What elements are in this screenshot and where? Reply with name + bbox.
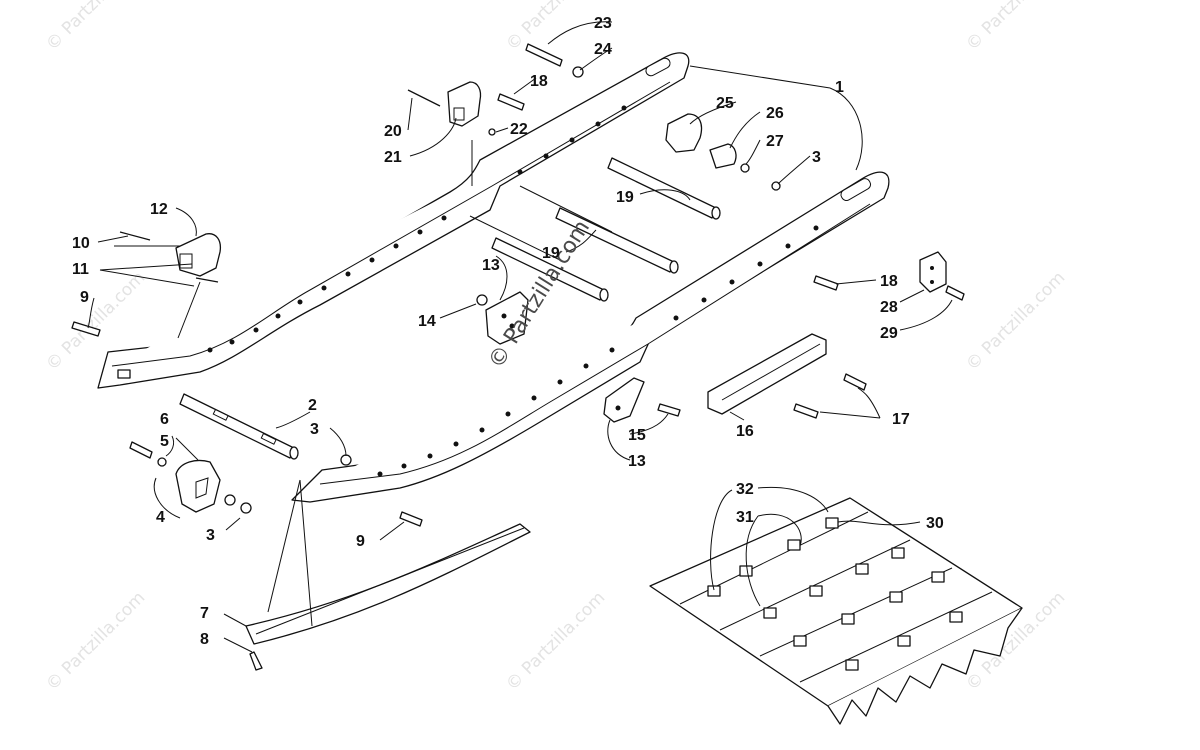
callout-12[interactable]: 12 bbox=[150, 201, 168, 218]
callout-4[interactable]: 4 bbox=[156, 509, 165, 526]
callout-14[interactable]: 14 bbox=[418, 313, 436, 330]
callout-29[interactable]: 29 bbox=[880, 325, 898, 342]
track-studs bbox=[707, 517, 963, 671]
hyfax-slider-7 bbox=[245, 523, 531, 645]
callout-3[interactable]: 3 bbox=[206, 527, 215, 544]
callout-1[interactable]: 1 bbox=[835, 79, 844, 96]
bracket-28 bbox=[919, 251, 947, 293]
callout-18[interactable]: 18 bbox=[880, 273, 898, 290]
watermark-text: © Partzilla.com bbox=[42, 588, 149, 695]
cross-shafts bbox=[469, 157, 721, 302]
callout-27[interactable]: 27 bbox=[766, 133, 784, 150]
callout-25[interactable]: 25 bbox=[716, 95, 734, 112]
left-rail bbox=[97, 52, 690, 389]
callout-3[interactable]: 3 bbox=[310, 421, 319, 438]
track-30 bbox=[649, 497, 1023, 725]
bracket-13-upper bbox=[476, 291, 529, 345]
rail-holes bbox=[377, 225, 819, 477]
callout-32[interactable]: 32 bbox=[736, 481, 754, 498]
callout-16[interactable]: 16 bbox=[736, 423, 754, 440]
watermark-text: © Partzilla.com bbox=[502, 588, 609, 695]
callout-13[interactable]: 13 bbox=[482, 257, 500, 274]
lower-cross-shaft bbox=[179, 393, 299, 460]
callout-20[interactable]: 20 bbox=[384, 123, 402, 140]
callout-13[interactable]: 13 bbox=[628, 453, 646, 470]
bumper-block-21 bbox=[447, 81, 482, 127]
callout-5[interactable]: 5 bbox=[160, 433, 169, 450]
callout-28[interactable]: 28 bbox=[880, 299, 898, 316]
callout-19[interactable]: 19 bbox=[542, 245, 560, 262]
callout-17[interactable]: 17 bbox=[892, 411, 910, 428]
callout-3[interactable]: 3 bbox=[812, 149, 821, 166]
hardware-bolts bbox=[71, 43, 965, 671]
leader-lines bbox=[87, 21, 953, 653]
callout-19[interactable]: 19 bbox=[616, 189, 634, 206]
callout-24[interactable]: 24 bbox=[594, 41, 612, 58]
callout-8[interactable]: 8 bbox=[200, 631, 209, 648]
callout-2[interactable]: 2 bbox=[308, 397, 317, 414]
callout-9[interactable]: 9 bbox=[356, 533, 365, 550]
rail-tip-notch bbox=[117, 369, 131, 379]
bumper-26 bbox=[709, 143, 750, 173]
bumper-25 bbox=[665, 113, 703, 153]
callout-labels: 1 2 3 3 3 4 5 6 7 8 9 9 10 11 12 13 13 1… bbox=[72, 15, 944, 648]
callout-6[interactable]: 6 bbox=[160, 411, 169, 428]
callout-31[interactable]: 31 bbox=[736, 509, 754, 526]
callout-30[interactable]: 30 bbox=[926, 515, 944, 532]
callout-22[interactable]: 22 bbox=[510, 121, 528, 138]
callout-15[interactable]: 15 bbox=[628, 427, 646, 444]
callout-7[interactable]: 7 bbox=[200, 605, 209, 622]
callout-9[interactable]: 9 bbox=[80, 289, 89, 306]
callout-23[interactable]: 23 bbox=[594, 15, 612, 32]
callout-21[interactable]: 21 bbox=[384, 149, 402, 166]
right-rail bbox=[291, 171, 890, 503]
bracket-13-lower bbox=[603, 377, 645, 423]
callout-10[interactable]: 10 bbox=[72, 235, 90, 252]
watermark-text: © Partzilla.com bbox=[962, 0, 1069, 55]
bumper-5 bbox=[157, 457, 252, 514]
slide-plate-16 bbox=[707, 333, 827, 415]
callout-18[interactable]: 18 bbox=[530, 73, 548, 90]
callout-11[interactable]: 11 bbox=[72, 261, 89, 278]
watermark-text: © Partzilla.com bbox=[42, 0, 149, 55]
bumper-bracket-12 bbox=[175, 233, 222, 277]
callout-26[interactable]: 26 bbox=[766, 105, 784, 122]
watermark-text: © Partzilla.com bbox=[962, 268, 1069, 375]
rail-holes bbox=[207, 105, 627, 353]
